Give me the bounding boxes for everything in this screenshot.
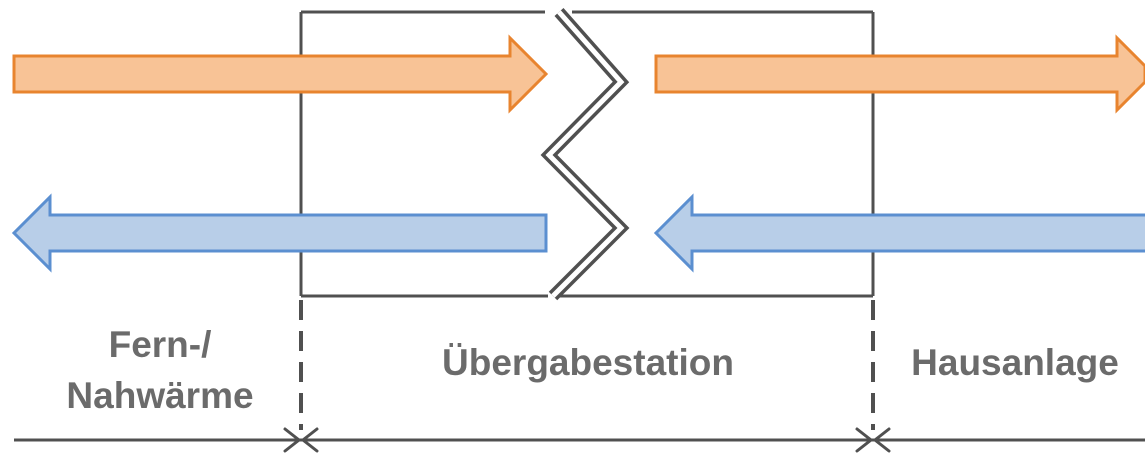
dimension-arrowheads [283,427,891,453]
dimension-arrowhead-right-2 [872,427,891,453]
dimension-arrowhead-right-1 [855,427,874,453]
return-arrow-right-icon [653,193,1145,273]
dimension-arrowhead-left-1 [283,427,302,453]
supply-arrow-left-icon [12,34,549,114]
label-hausanlage: Hausanlage [911,342,1119,383]
heat-exchanger-zigzag-icon [540,8,630,301]
label-fern-nahwaerme-line2: Nahwärme [66,375,253,416]
dimension-arrowhead-left-2 [300,427,319,453]
label-fern-nahwaerme-line1: Fern-/ [109,324,212,365]
label-uebergabestation: Übergabestation [442,342,734,383]
return-arrow-left-icon [11,193,548,273]
supply-arrow-right-icon [654,34,1145,114]
